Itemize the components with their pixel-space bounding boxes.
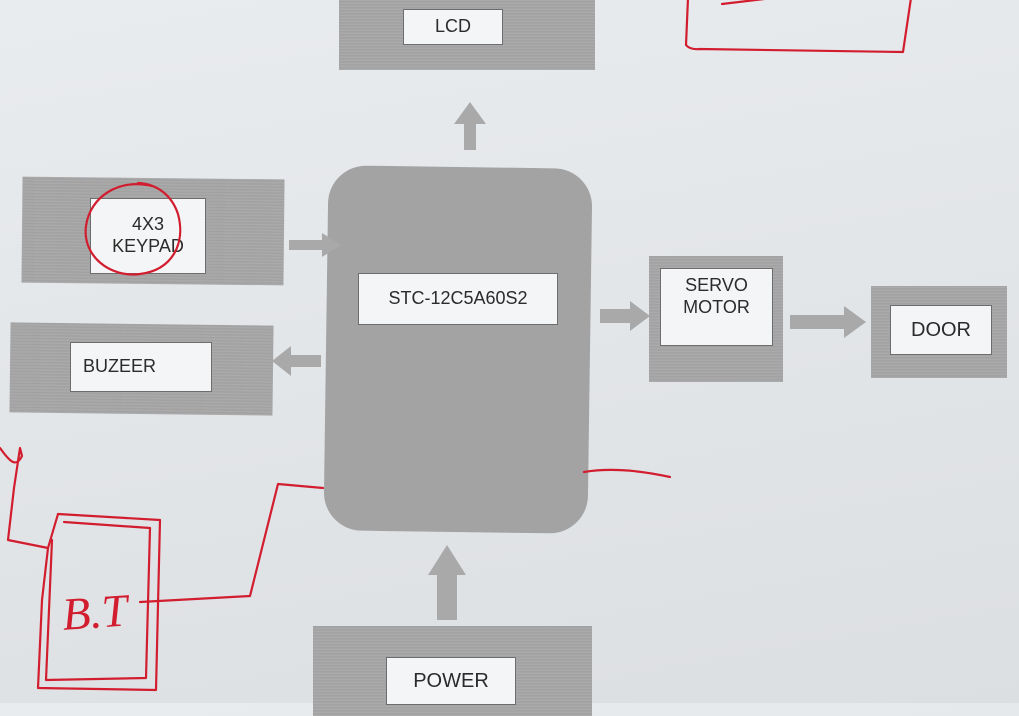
door-label: DOOR xyxy=(890,305,992,355)
ink-top-right-box xyxy=(684,0,912,54)
arrow-power-to-mcu xyxy=(428,545,466,620)
ink-bt-module-outer xyxy=(36,512,162,692)
servo-label-line1: SERVO xyxy=(685,275,748,295)
ink-bt-wire xyxy=(138,482,325,604)
ink-mcu-right-stub xyxy=(582,468,672,479)
ink-left-antenna xyxy=(0,446,50,550)
buzzer-label: BUZEER xyxy=(70,342,212,392)
mcu-block xyxy=(323,165,593,534)
keypad-label-line2: KEYPAD xyxy=(112,236,184,256)
keypad-label-line1: 4X3 xyxy=(131,214,165,235)
ink-bt-label: B.T xyxy=(60,584,132,640)
ink-bt-module-inner xyxy=(44,520,152,682)
ink-top-right-mark xyxy=(720,0,765,6)
arrow-mcu-to-lcd xyxy=(454,102,486,150)
mcu-label: STC-12C5A60S2 xyxy=(358,273,558,325)
power-label: POWER xyxy=(386,657,516,705)
servo-label: SERVO MOTOR xyxy=(660,268,773,346)
keypad-label: 4X3 KEYPAD xyxy=(90,198,206,274)
arrow-servo-to-door xyxy=(790,306,866,338)
lcd-label: LCD xyxy=(403,9,503,45)
servo-label-line2: MOTOR xyxy=(683,296,750,317)
arrow-mcu-to-servo xyxy=(600,301,650,331)
arrow-mcu-to-buzzer xyxy=(272,346,321,376)
